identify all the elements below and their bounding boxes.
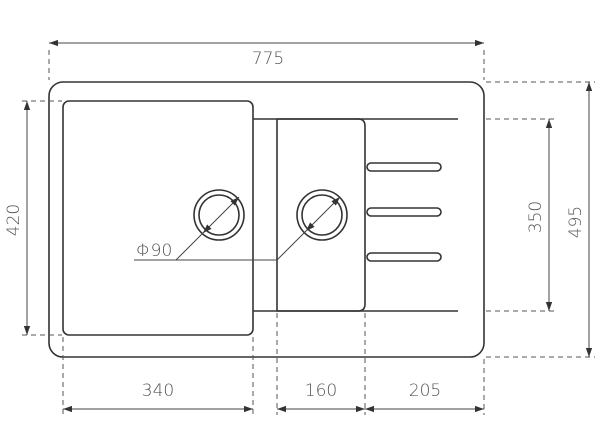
dim-small-bowl-width: 160 (305, 381, 337, 401)
dim-total-depth: 495 (566, 206, 586, 238)
main-bowl (62, 100, 254, 336)
drainer-slots (366, 162, 442, 262)
dim-drainer-depth: 350 (526, 201, 546, 233)
drain-right (296, 189, 348, 241)
dim-main-bowl-depth: 420 (4, 204, 24, 236)
sink-outline (48, 81, 485, 358)
extension-lines (22, 50, 595, 415)
secondary-section (253, 118, 458, 312)
dim-total-width: 775 (252, 49, 284, 69)
dim-main-bowl-width: 340 (142, 381, 174, 401)
drain-diameter-leader (134, 196, 341, 261)
dim-drainer-width: 205 (409, 381, 441, 401)
drain-left (193, 189, 245, 241)
drain-diameter-label: Φ90 (136, 241, 172, 261)
